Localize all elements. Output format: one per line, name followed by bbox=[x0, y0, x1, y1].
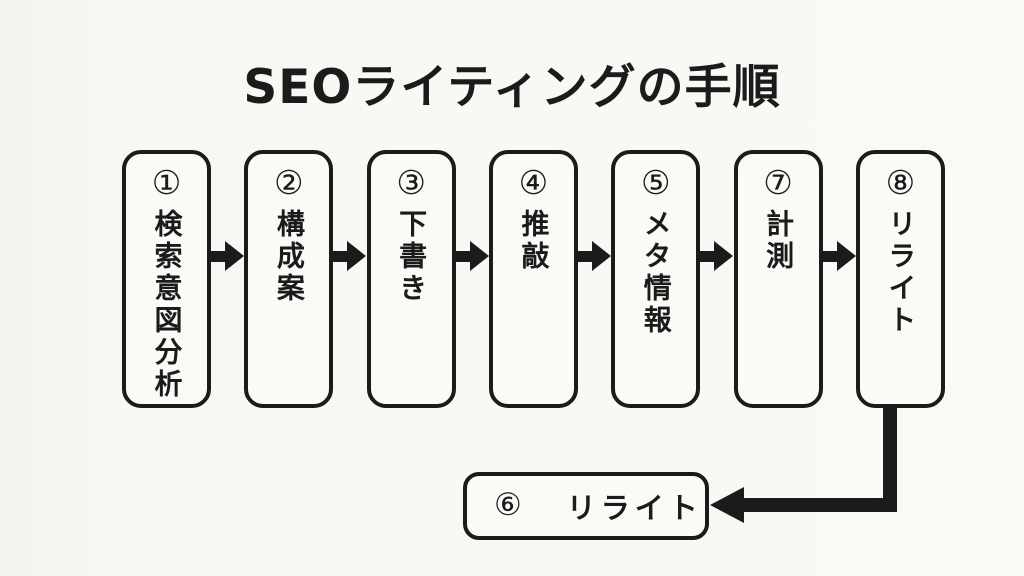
step-box-5: ⑤ メタ情報 bbox=[611, 150, 701, 408]
arrow-right-icon bbox=[578, 241, 612, 271]
page-title: SEOライティングの手順 bbox=[243, 60, 781, 115]
step-label: 下書き bbox=[395, 208, 429, 305]
step-box-3: ③ 下書き bbox=[366, 150, 456, 408]
step-number: ④ bbox=[518, 163, 549, 202]
step-label: 検索意図分析 bbox=[150, 208, 184, 401]
flow-row: ① 検索意図分析 ② 構成案 ③ 下書き ④ 推敲 ⑤ メタ情報 ⑦ 計測 bbox=[122, 150, 945, 408]
arrow-right-icon bbox=[700, 241, 734, 271]
step-label: 計測 bbox=[762, 208, 796, 273]
step-label: リライト bbox=[884, 208, 918, 337]
step-label: 推敲 bbox=[517, 208, 551, 273]
step-box-2: ② 構成案 bbox=[244, 150, 334, 408]
step-box-1: ① 検索意図分析 bbox=[122, 150, 211, 408]
step-label: 構成案 bbox=[272, 208, 306, 305]
step-number: ⑥ bbox=[494, 487, 522, 524]
step-number: ⑤ bbox=[640, 163, 671, 202]
step-number: ③ bbox=[396, 163, 426, 202]
arrow-left-icon bbox=[710, 487, 744, 523]
step-box-8: ⑧ リライト bbox=[855, 150, 945, 408]
step-number: ⑦ bbox=[763, 163, 793, 202]
step-box-7: ⑦ 計測 bbox=[733, 150, 823, 408]
connector-vertical-segment bbox=[883, 406, 897, 512]
arrow-right-icon bbox=[455, 241, 489, 271]
step-number: ⑧ bbox=[885, 163, 916, 202]
arrow-right-icon bbox=[822, 241, 856, 271]
arrow-right-icon bbox=[211, 241, 245, 271]
connector-horizontal-segment bbox=[742, 498, 897, 512]
step-number: ② bbox=[274, 163, 304, 202]
step-box-4: ④ 推敲 bbox=[488, 150, 578, 408]
step-number: ① bbox=[151, 163, 182, 202]
step-box-6: ⑥ リライト bbox=[463, 472, 709, 540]
step-label: メタ情報 bbox=[639, 208, 673, 337]
arrow-right-icon bbox=[333, 241, 367, 271]
step-label: リライト bbox=[566, 491, 703, 525]
